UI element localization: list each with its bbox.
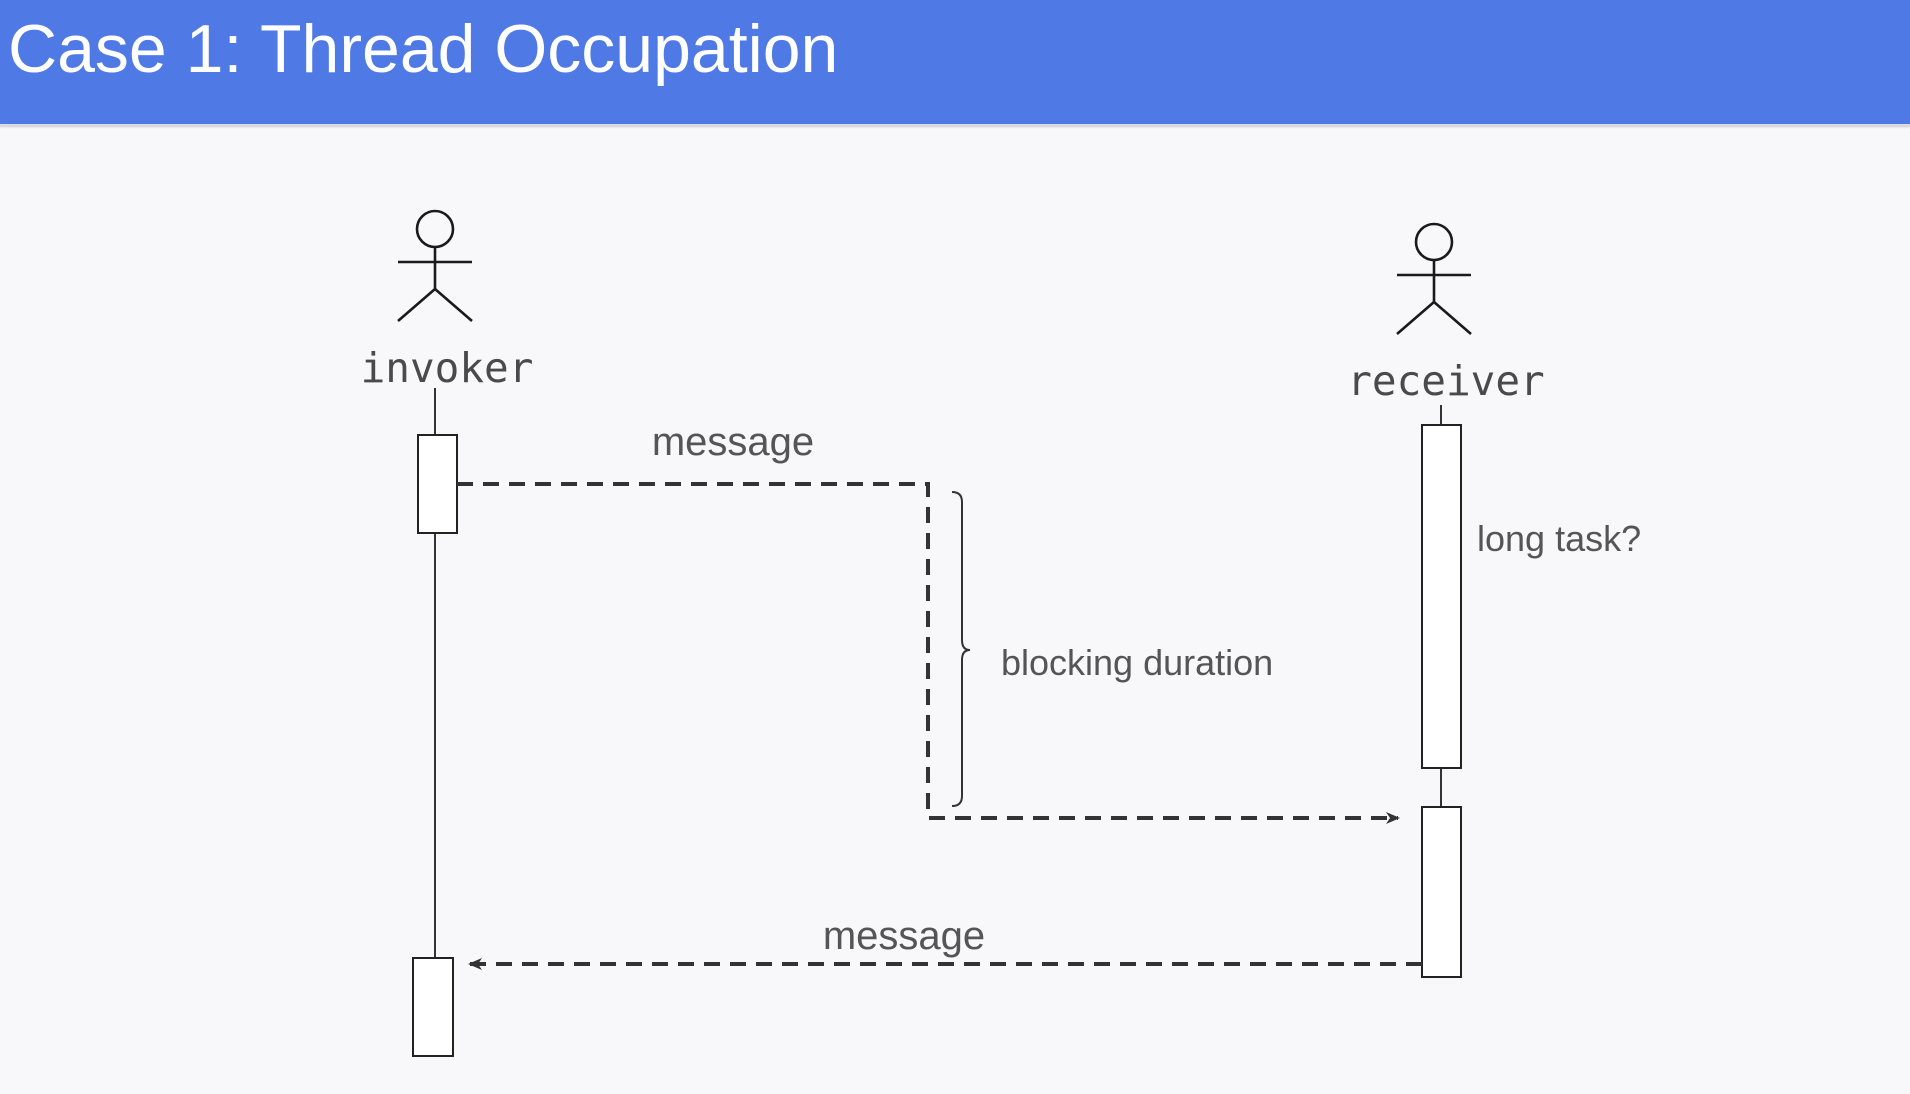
invoker-actor-icon (397, 209, 473, 322)
receiver-label: receiver (1347, 357, 1544, 405)
slide-title: Case 1: Thread Occupation (8, 11, 839, 87)
invoker-activation-box (417, 434, 458, 534)
message-label-request: message (652, 420, 814, 464)
title-bar (0, 0, 1910, 124)
blocking-duration-brace (951, 491, 971, 807)
blocking-duration-label: blocking duration (1001, 642, 1273, 683)
invoker-label: invoker (361, 344, 534, 392)
invoker-activation-box (412, 957, 454, 1057)
receiver-activation-box (1421, 806, 1462, 978)
title-bar-divider (0, 124, 1910, 127)
message-arrow-request (457, 482, 1400, 824)
receiver-actor-icon (1396, 222, 1472, 335)
receiver-activation-box (1421, 424, 1462, 769)
long-task-note: long task? (1477, 518, 1641, 559)
message-label-response: message (823, 914, 985, 958)
